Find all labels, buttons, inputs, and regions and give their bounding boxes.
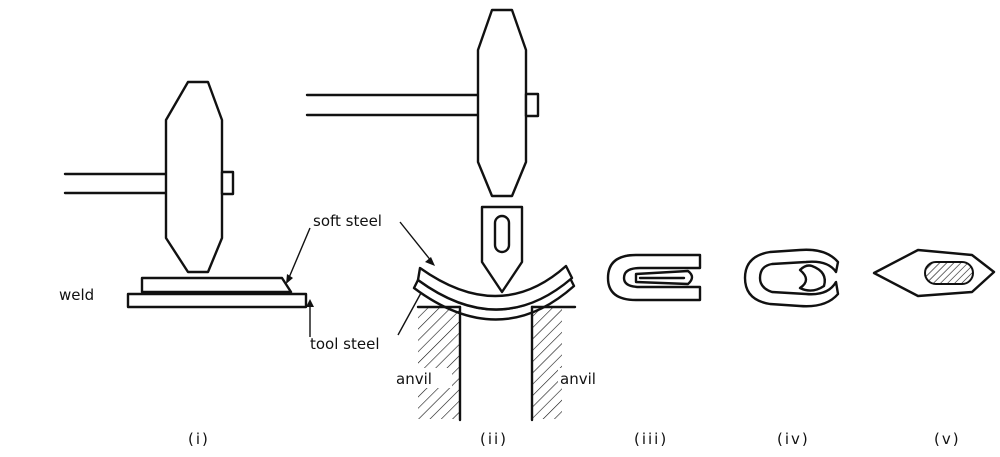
panel-4 (743, 248, 840, 308)
leader-lines (286, 221, 435, 337)
caption-1: (i) (188, 430, 210, 448)
hammer-wedge-2 (524, 92, 540, 118)
hammer-wedge-1 (220, 170, 235, 196)
soft-steel-plate (140, 276, 293, 294)
weld-label: weld (59, 286, 94, 304)
folded-strip-4 (743, 248, 840, 308)
bent-steel-inner (416, 264, 574, 311)
panel-2: anvil anvil (305, 8, 610, 422)
tool-steel-label: tool steel (310, 335, 380, 353)
anvil-left (416, 305, 462, 422)
panel-5 (872, 248, 996, 298)
panel-3 (606, 253, 702, 302)
hammer-head-1 (164, 80, 224, 274)
panel-1: weld (59, 80, 308, 309)
hammer-handle-2 (305, 93, 482, 117)
anvil-right (530, 305, 577, 422)
hammer-head-2 (476, 8, 528, 198)
folded-strip-3 (606, 253, 702, 302)
hammer-handle-1 (63, 172, 172, 195)
caption-4: (iv) (777, 430, 810, 448)
caption-3: (iii) (634, 430, 668, 448)
caption-5: (v) (934, 430, 961, 448)
anvil-right-label: anvil (560, 370, 596, 388)
tool-slot (493, 214, 511, 254)
fuller-tool (480, 205, 524, 294)
anvil-left-label: anvil (396, 370, 432, 388)
caption-2: (ii) (480, 430, 508, 448)
soft-steel-label: soft steel (313, 212, 382, 230)
welded-core (924, 261, 974, 285)
inner-weld-4 (798, 264, 826, 292)
tool-steel-plate (126, 292, 308, 309)
